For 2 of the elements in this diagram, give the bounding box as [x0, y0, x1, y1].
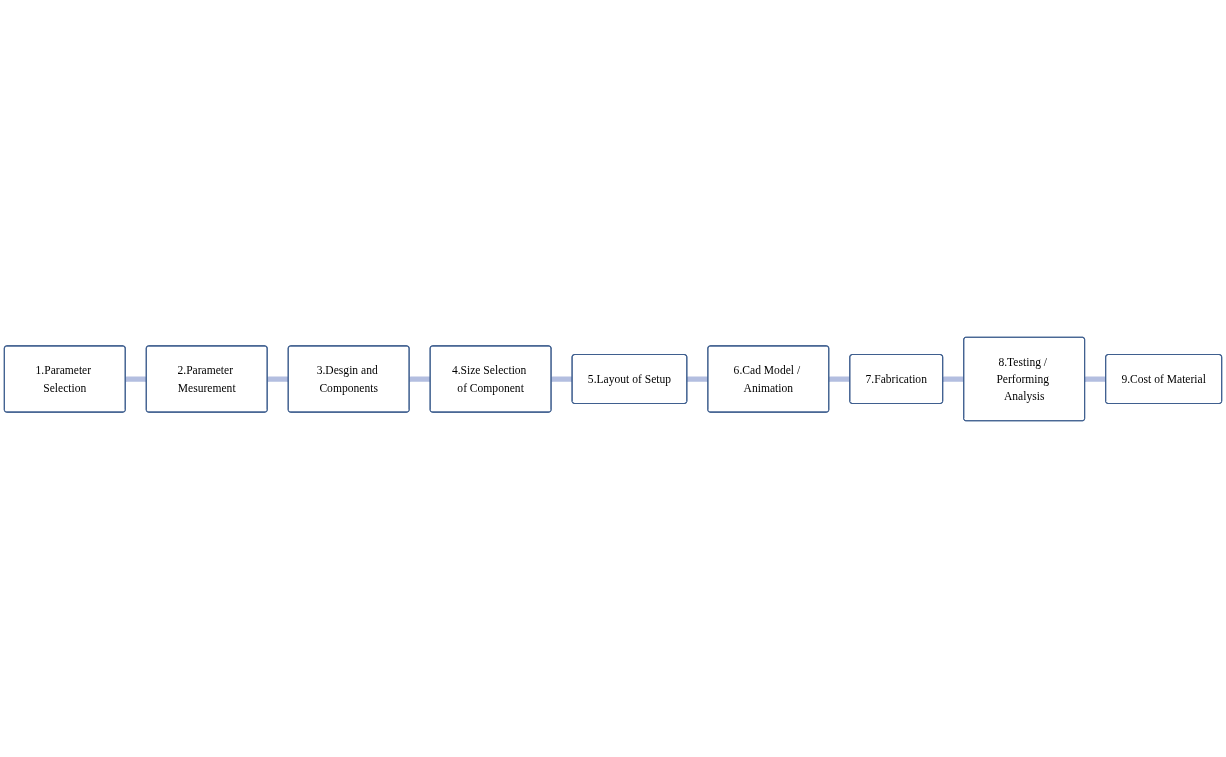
connector	[686, 375, 709, 382]
connector	[828, 375, 851, 382]
